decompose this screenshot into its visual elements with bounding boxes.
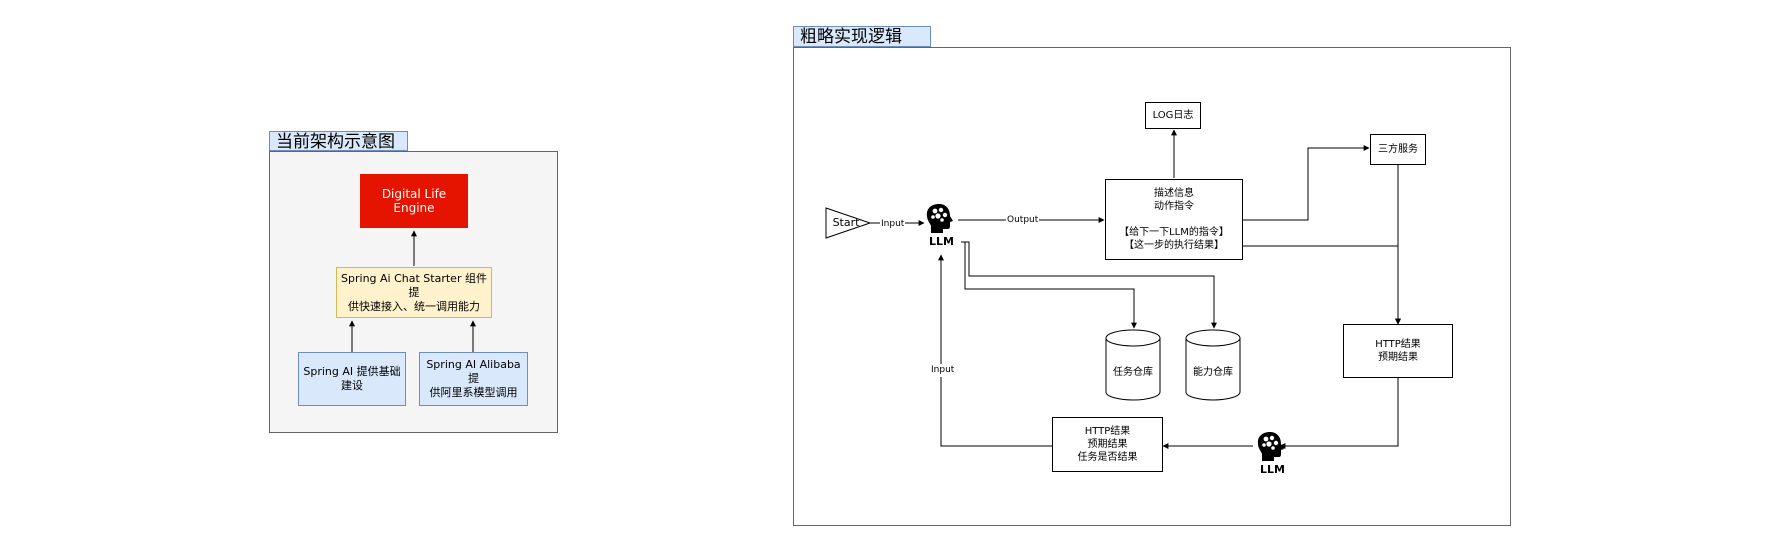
llm-label-2: LLM [1260, 463, 1285, 476]
http-result-bottom-box[interactable]: HTTP结果 预期结果 任务是否结果 [1052, 417, 1163, 472]
edge-http-llm2 [1279, 378, 1399, 449]
edge-label-input-2: Input [930, 364, 956, 377]
start-node[interactable]: Start [832, 216, 860, 229]
llm-node-1[interactable]: LLM [923, 202, 957, 250]
description-instruction-box[interactable]: 描述信息 动作指令 【给下一下LLM的指令】 【这一步的执行结果】 [1105, 179, 1243, 260]
edge-llm-ability-repo [961, 241, 1217, 329]
edge-label-output: Output [1006, 215, 1040, 226]
digital-life-engine-box[interactable]: Digital Life Engine [360, 174, 468, 228]
ability-repo-cylinder [1185, 329, 1241, 401]
ability-repo-label[interactable]: 能力仓库 [1193, 367, 1233, 378]
third-party-service-box[interactable]: 三方服务 [1370, 134, 1426, 165]
edge-desc-third-party [1243, 145, 1370, 221]
edge-result-llm1 [938, 254, 1052, 447]
logic-title-tab: 粗略实现逻辑 [793, 26, 931, 47]
edge-desc-http [1243, 245, 1401, 325]
architecture-title-tab: 当前架构示意图 [269, 131, 408, 152]
task-repo-label[interactable]: 任务仓库 [1113, 367, 1153, 378]
spring-ai-chat-starter-box[interactable]: Spring Ai Chat Starter 组件提 供快速接入、统一调用能力 [336, 267, 492, 318]
logic-title: 粗略实现逻辑 [800, 27, 902, 47]
llm-label-1: LLM [929, 235, 954, 248]
architecture-title: 当前架构示意图 [276, 132, 395, 152]
spring-ai-box[interactable]: Spring AI 提供基础 建设 [298, 352, 406, 406]
task-repo-cylinder [1105, 329, 1161, 401]
brain-head-icon [926, 204, 953, 233]
brain-head-icon [1257, 432, 1284, 461]
edge-label-input-1: Input [880, 219, 906, 230]
start-node-shape [825, 207, 872, 239]
spring-ai-alibaba-box[interactable]: Spring AI Alibaba 提 供阿里系模型调用 [419, 352, 528, 406]
http-result-box[interactable]: HTTP结果 预期结果 [1343, 324, 1453, 378]
log-box[interactable]: LOG日志 [1145, 102, 1201, 129]
llm-node-2[interactable]: LLM [1254, 430, 1288, 478]
